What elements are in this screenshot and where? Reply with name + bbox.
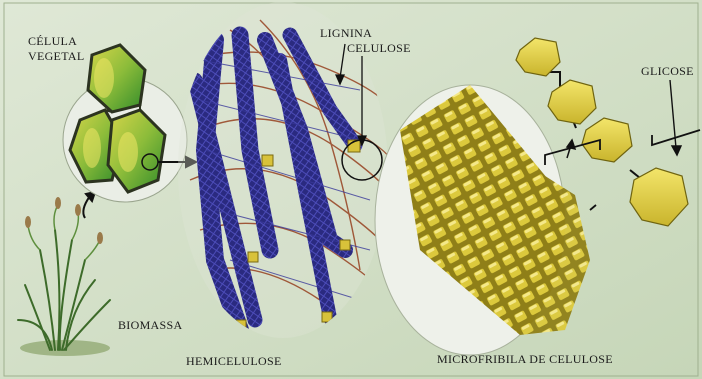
label-microfibrila: MICROFRIBILA DE CELULOSE — [437, 352, 613, 367]
label-hemicelulose: HEMICELULOSE — [186, 354, 282, 369]
label-celula-vegetal: CÉLULA VEGETAL — [28, 34, 98, 64]
label-celulose: CELULOSE — [347, 41, 411, 56]
label-glicose: GLICOSE — [641, 64, 694, 79]
label-biomassa: BIOMASSA — [118, 318, 182, 333]
label-lignina: LIGNINA — [320, 26, 372, 41]
